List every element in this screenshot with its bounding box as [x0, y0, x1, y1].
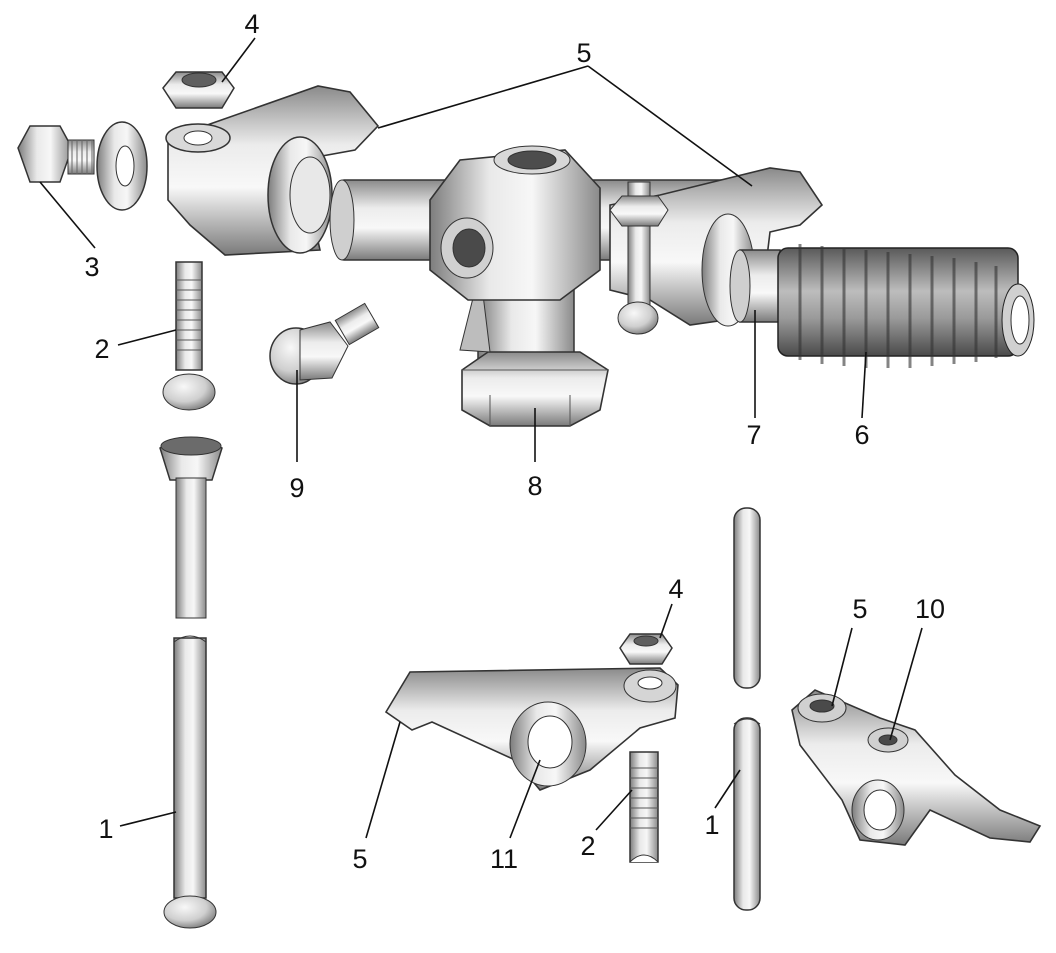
callout-5-top: 5 — [576, 38, 591, 68]
callout-7: 7 — [746, 420, 761, 450]
nut-top — [162, 71, 235, 109]
callout-1-left: 1 — [98, 814, 113, 844]
callout-8: 8 — [527, 471, 542, 501]
callout-1-right: 1 — [704, 810, 719, 840]
callout-2-top: 2 — [94, 334, 109, 364]
callout-4-top: 4 — [244, 9, 259, 39]
callout-11: 11 — [490, 844, 518, 874]
bolt — [17, 125, 95, 183]
center-block — [429, 145, 601, 301]
rocker-arm-top-right — [609, 167, 824, 335]
push-rod-left — [159, 436, 223, 929]
callout-10: 10 — [915, 594, 945, 624]
adjusting-screw-top — [162, 261, 216, 411]
callout-4-bottom: 4 — [668, 574, 683, 604]
shaft-spring — [777, 244, 1035, 368]
callout-6: 6 — [854, 420, 869, 450]
callouts: 4 5 3 2 9 8 7 6 4 5 10 1 5 11 2 1 — [84, 9, 945, 874]
banjo-bolt — [269, 302, 380, 385]
washer — [96, 121, 148, 211]
callout-3: 3 — [84, 252, 99, 282]
callout-5-bottom-left: 5 — [352, 844, 367, 874]
rocker-arm-top-left — [165, 85, 380, 256]
rocker-arm-small — [791, 689, 1042, 846]
leader-lines — [39, 37, 923, 839]
spacer-sleeve — [729, 249, 781, 323]
callout-5-bottom-right: 5 — [852, 594, 867, 624]
adjusting-screw-bottom — [629, 751, 659, 863]
push-rod-right — [733, 507, 761, 911]
nut-bottom — [619, 633, 673, 665]
callout-2-bottom: 2 — [580, 831, 595, 861]
rocker-arm-bottom — [384, 667, 679, 791]
callout-9: 9 — [289, 473, 304, 503]
